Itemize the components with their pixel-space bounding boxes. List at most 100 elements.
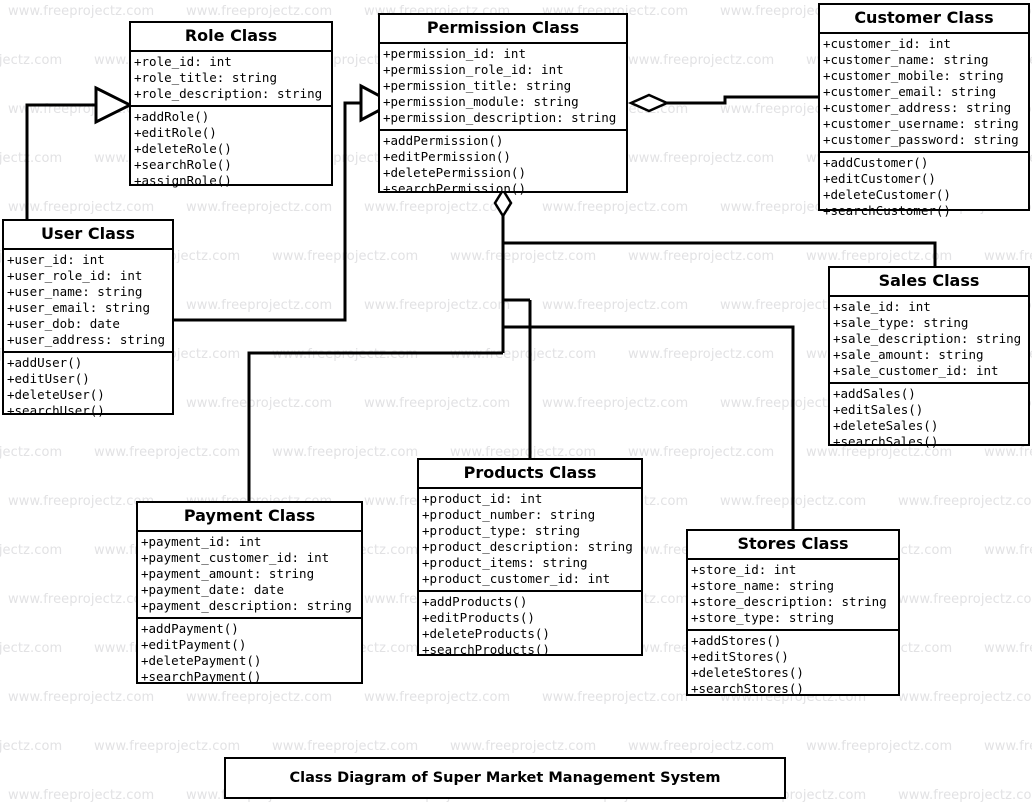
class-attributes-customer: +customer_id: int+customer_name: string+… — [820, 34, 1028, 154]
class-member-row: +user_role_id: int — [7, 268, 143, 284]
edge-user-to-permission — [171, 101, 360, 322]
class-member-row: +editPermission() — [383, 149, 511, 165]
class-member-row: +addSales() — [833, 386, 916, 402]
edge-permission-to-stores — [503, 325, 795, 532]
class-member-row: +addPermission() — [383, 133, 504, 149]
class-member-row: +addRole() — [134, 109, 210, 125]
class-member-row: +product_type: string — [422, 523, 581, 539]
class-member-row: +addUser() — [7, 355, 83, 371]
class-methods-customer: +addCustomer()+editCustomer()+deleteCust… — [820, 153, 1028, 222]
class-member-row: +searchPermission() — [383, 181, 526, 197]
class-attributes-stores: +store_id: int+store_name: string+store_… — [688, 560, 898, 632]
class-member-row: +searchPayment() — [141, 669, 262, 685]
class-attributes-role: +role_id: int+role_title: string+role_de… — [131, 52, 331, 108]
class-member-row: +addStores() — [691, 633, 782, 649]
class-member-row: +payment_description: string — [141, 598, 352, 614]
edge-user-to-role — [25, 103, 95, 222]
class-member-row: +customer_id: int — [823, 36, 951, 52]
class-member-row: +sale_customer_id: int — [833, 363, 999, 379]
class-member-row: +product_number: string — [422, 507, 596, 523]
class-title-customer: Customer Class — [820, 5, 1028, 35]
class-member-row: +product_customer_id: int — [422, 571, 611, 587]
class-member-row: +editUser() — [7, 371, 90, 387]
class-member-row: +customer_email: string — [823, 84, 997, 100]
class-box-payment[interactable]: Payment Class +payment_id: int+payment_c… — [136, 501, 363, 684]
class-member-row: +addPayment() — [141, 621, 239, 637]
class-member-row: +deleteUser() — [7, 387, 105, 403]
class-member-row: +deleteProducts() — [422, 626, 550, 642]
class-member-row: +editSales() — [833, 402, 924, 418]
class-attributes-permission: +permission_id: int+permission_role_id: … — [380, 44, 626, 132]
class-member-row: +editProducts() — [422, 610, 535, 626]
class-member-row: +payment_customer_id: int — [141, 550, 330, 566]
class-member-row: +sale_amount: string — [833, 347, 984, 363]
class-methods-user: +addUser()+editUser()+deleteUser()+searc… — [4, 353, 172, 422]
class-title-role: Role Class — [131, 23, 331, 53]
generalization-arrowhead-permission — [359, 83, 397, 123]
class-attributes-products: +product_id: int+product_number: string+… — [419, 489, 641, 593]
class-member-row: +user_email: string — [7, 300, 150, 316]
class-member-row: +deleteSales() — [833, 418, 939, 434]
class-member-row: +user_name: string — [7, 284, 143, 300]
class-member-row: +store_description: string — [691, 594, 887, 610]
aggregation-diamond-trunk — [493, 187, 513, 219]
class-methods-role: +addRole()+editRole()+deleteRole()+searc… — [131, 107, 331, 192]
class-member-row: +deleteCustomer() — [823, 187, 951, 203]
class-member-row: +sale_id: int — [833, 299, 931, 315]
edge-permission-to-customer — [650, 95, 820, 105]
class-member-row: +store_id: int — [691, 562, 797, 578]
generalization-arrowhead-role — [94, 85, 134, 125]
class-member-row: +deleteStores() — [691, 665, 804, 681]
class-title-products: Products Class — [419, 460, 641, 490]
class-member-row: +searchCustomer() — [823, 203, 951, 219]
class-member-row: +editPayment() — [141, 637, 247, 653]
class-member-row: +customer_name: string — [823, 52, 989, 68]
class-member-row: +customer_password: string — [823, 132, 1019, 148]
class-box-customer[interactable]: Customer Class +customer_id: int+custome… — [818, 3, 1030, 218]
class-attributes-user: +user_id: int+user_role_id: int+user_nam… — [4, 250, 172, 354]
class-member-row: +permission_description: string — [383, 110, 617, 126]
class-attributes-payment: +payment_id: int+payment_customer_id: in… — [138, 532, 361, 620]
class-member-row: +role_title: string — [134, 70, 277, 86]
class-title-user: User Class — [4, 221, 172, 251]
class-member-row: +permission_title: string — [383, 78, 572, 94]
class-member-row: +addCustomer() — [823, 155, 929, 171]
class-member-row: +user_id: int — [7, 252, 105, 268]
class-methods-payment: +addPayment()+editPayment()+deletePaymen… — [138, 619, 361, 688]
class-box-role[interactable]: Role Class +role_id: int+role_title: str… — [129, 21, 333, 188]
class-box-stores[interactable]: Stores Class +store_id: int+store_name: … — [686, 529, 900, 696]
class-member-row: +product_items: string — [422, 555, 588, 571]
diagram-caption-box: Class Diagram of Super Market Management… — [224, 757, 786, 799]
class-member-row: +editStores() — [691, 649, 789, 665]
class-member-row: +sale_type: string — [833, 315, 969, 331]
class-member-row: +deletePermission() — [383, 165, 526, 181]
class-member-row: +store_name: string — [691, 578, 834, 594]
class-box-permission[interactable]: Permission Class +permission_id: int+per… — [378, 13, 628, 196]
class-member-row: +customer_address: string — [823, 100, 1012, 116]
class-attributes-sales: +sale_id: int+sale_type: string+sale_des… — [830, 297, 1028, 385]
class-title-payment: Payment Class — [138, 503, 361, 533]
class-box-sales[interactable]: Sales Class +sale_id: int+sale_type: str… — [828, 266, 1030, 449]
class-box-products[interactable]: Products Class +product_id: int+product_… — [417, 458, 643, 657]
class-member-row: +payment_date: date — [141, 582, 284, 598]
class-methods-permission: +addPermission()+editPermission()+delete… — [380, 131, 626, 200]
class-member-row: +assignRole() — [134, 173, 232, 189]
class-member-row: +user_address: string — [7, 332, 166, 348]
class-member-row: +permission_role_id: int — [383, 62, 564, 78]
class-box-user[interactable]: User Class +user_id: int+user_role_id: i… — [2, 219, 174, 418]
class-member-row: +customer_mobile: string — [823, 68, 1004, 84]
class-member-row: +role_id: int — [134, 54, 232, 70]
class-member-row: +store_type: string — [691, 610, 834, 626]
class-member-row: +deleteRole() — [134, 141, 232, 157]
class-methods-stores: +addStores()+editStores()+deleteStores()… — [688, 631, 898, 700]
class-member-row: +editCustomer() — [823, 171, 936, 187]
class-member-row: +customer_username: string — [823, 116, 1019, 132]
class-title-permission: Permission Class — [380, 15, 626, 45]
class-member-row: +searchRole() — [134, 157, 232, 173]
class-member-row: +searchStores() — [691, 681, 804, 697]
class-member-row: +permission_id: int — [383, 46, 526, 62]
class-member-row: +searchUser() — [7, 403, 105, 419]
class-member-row: +sale_description: string — [833, 331, 1022, 347]
